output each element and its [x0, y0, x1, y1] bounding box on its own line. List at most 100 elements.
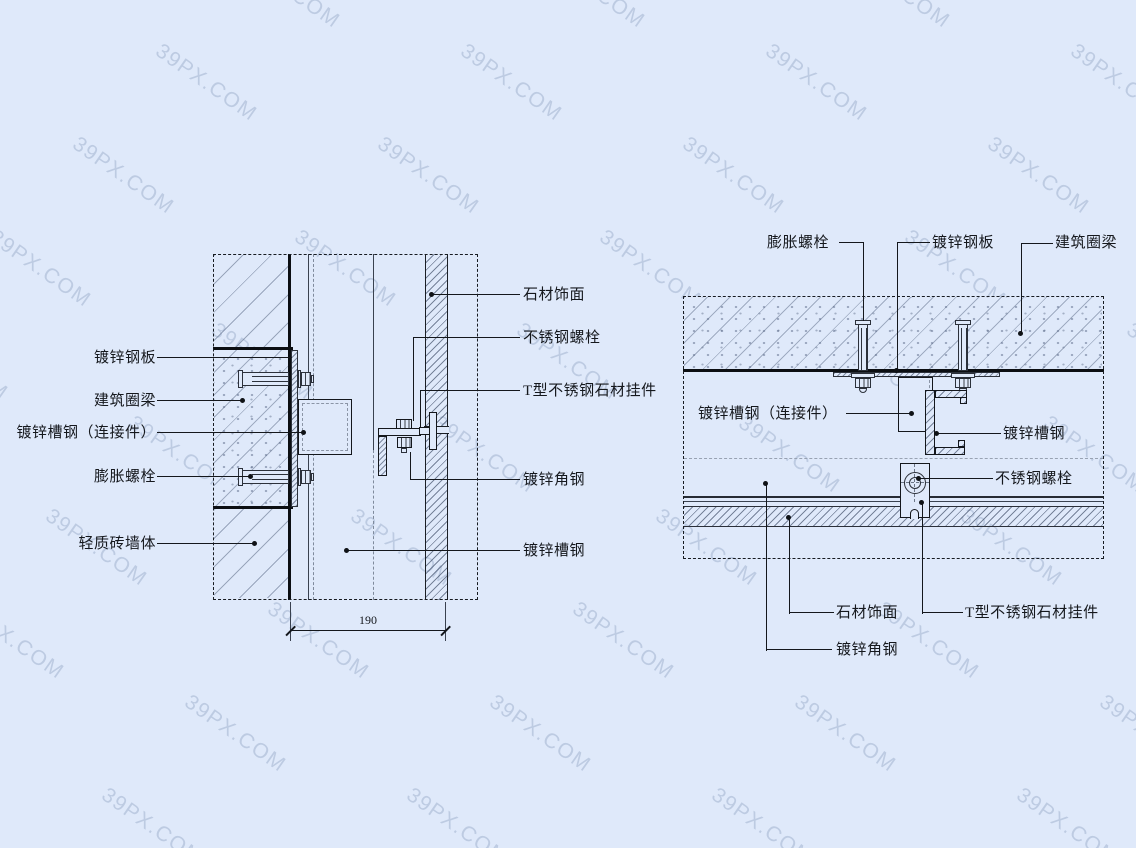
label-angle-steel: 镀锌角钢	[523, 472, 586, 488]
watermark-text: 39PX.COM	[180, 690, 291, 777]
beam-edge-line	[683, 369, 1104, 372]
leader-line	[839, 242, 864, 243]
watermark-text: 39PX.COM	[402, 783, 513, 848]
leader-dot	[909, 411, 914, 416]
bolt-tip	[311, 375, 314, 383]
label-stainless-bolt: 不锈钢螺栓	[523, 330, 601, 346]
channel-web	[925, 390, 935, 455]
leader-line	[1021, 243, 1053, 244]
leader-line	[410, 452, 411, 480]
bolt-centerline-horizontal	[901, 482, 929, 483]
anchor-body	[958, 324, 968, 371]
leader-dot	[786, 515, 791, 520]
bolt-tip	[859, 388, 867, 393]
watermark-text: 39PX.COM	[983, 132, 1094, 219]
leader-line	[157, 543, 255, 544]
anchor-shaft	[252, 474, 289, 480]
label-angle-steel: 镀锌角钢	[836, 642, 899, 658]
galvanized-plate-section	[291, 350, 298, 507]
watermark-text: 39PX.COM	[1012, 783, 1123, 848]
label-channel-steel: 镀锌槽钢	[523, 543, 586, 559]
watermark-text: 39PX.COM	[456, 39, 567, 126]
leader-dot	[1018, 331, 1023, 336]
label-channel-connector: 镀锌槽钢（连接件）	[16, 425, 156, 441]
watermark-text: 39PX.COM	[97, 783, 208, 848]
leader-line	[922, 612, 963, 613]
watermark-text: 39PX.COM	[485, 690, 596, 777]
leader-line	[863, 243, 864, 321]
watermark-text: 39PX.COM	[761, 39, 872, 126]
label-galvanized-steel-plate: 镀锌钢板	[93, 350, 156, 366]
label-channel-steel: 镀锌槽钢	[1003, 426, 1066, 442]
anchor-shaft	[861, 328, 867, 371]
watermark-text: 39PX.COM	[263, 597, 374, 684]
label-channel-connector: 镀锌槽钢（连接件）	[698, 406, 838, 422]
bolt-washer	[951, 373, 975, 378]
watermark-text: 39PX.COM	[790, 690, 901, 777]
bolt-centerline-vertical	[914, 464, 915, 502]
channel-bottom-lip	[958, 440, 965, 447]
anchor-shaft	[961, 328, 967, 371]
bracket-bolt-upper-nut	[396, 419, 412, 429]
leader-line	[157, 357, 292, 358]
dim-extension-line	[445, 602, 446, 641]
beam-top-line	[213, 347, 293, 350]
anchor-body	[242, 372, 289, 386]
vertical-hidden-line	[373, 450, 374, 600]
bolt-nut	[955, 378, 971, 388]
leader-dot	[248, 474, 253, 479]
label-ring-beam: 建筑圈梁	[93, 393, 156, 409]
leader-dot	[894, 368, 899, 373]
bracket-bolt-lower-nut	[397, 437, 412, 448]
leader-dot	[252, 541, 257, 546]
t-hanger-bar	[429, 412, 437, 450]
leader-line	[432, 294, 520, 295]
bracket-bolt-stub	[401, 448, 407, 453]
leader-line	[413, 338, 414, 421]
anchor-shaft	[252, 376, 289, 382]
axis-dash-line	[684, 458, 1103, 459]
label-expansion-bolt: 膨胀螺栓	[93, 469, 156, 485]
angle-steel-vertical-leg	[378, 436, 387, 476]
leader-line	[937, 433, 1001, 434]
watermark-text: 39PX.COM	[373, 132, 484, 219]
ring-beam-concrete	[684, 297, 1102, 370]
anchor-body	[242, 470, 289, 484]
dim-line	[290, 630, 446, 631]
leader-line	[420, 391, 421, 428]
leader-line	[347, 550, 520, 551]
channel-bottom-flange	[935, 447, 965, 455]
angle-steel-top-leg	[378, 428, 421, 436]
leader-line	[789, 517, 790, 614]
watermark-text: 39PX.COM	[678, 132, 789, 219]
dim-extension-line	[290, 602, 291, 641]
watermark-text: 39PX.COM	[0, 225, 96, 312]
watermark-text: 39PX.COM	[0, 597, 69, 684]
leader-line	[410, 479, 520, 480]
leader-line	[897, 242, 930, 243]
leader-line	[413, 337, 520, 338]
watermark-text: 39PX.COM	[1122, 318, 1136, 405]
channel-top-lip	[960, 397, 967, 404]
leader-dot	[763, 481, 768, 486]
wall-face-line	[288, 254, 291, 600]
connector-hidden-edge	[302, 403, 348, 451]
leader-line	[157, 476, 251, 477]
leader-line	[1021, 244, 1022, 333]
watermark-text: 39PX.COM	[1095, 690, 1136, 777]
leader-line	[789, 612, 834, 613]
bolt-nut	[301, 372, 311, 386]
leader-line	[922, 502, 923, 614]
watermark-text: 39PX.COM	[234, 0, 344, 34]
bolt-washer	[298, 370, 301, 388]
watermark-text: 39PX.COM	[539, 0, 649, 34]
watermark-text: 39PX.COM	[707, 783, 818, 848]
leader-dot	[919, 500, 924, 505]
bolt-tip	[311, 473, 314, 481]
label-lightweight-brick-wall: 轻质砖墙体	[78, 536, 156, 552]
label-expansion-bolt: 膨胀螺栓	[767, 235, 830, 251]
right-detail-border	[683, 296, 1104, 559]
leader-dot	[301, 430, 306, 435]
galvanized-plate-strip	[833, 372, 1000, 377]
